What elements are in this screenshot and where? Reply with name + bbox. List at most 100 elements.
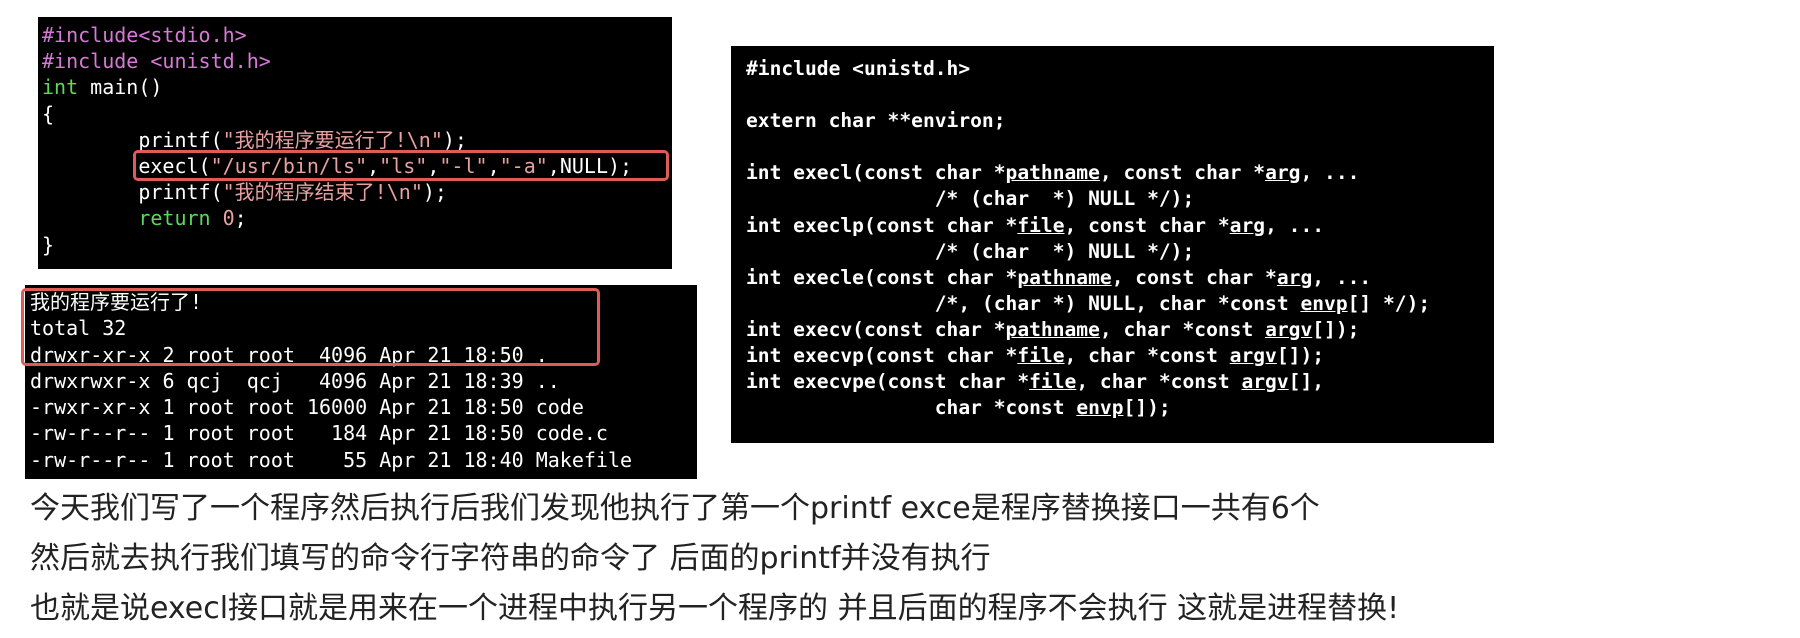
man-param: pathname — [1005, 161, 1100, 185]
code-line: execl("/usr/bin/ls","ls","-l","-a",NULL)… — [42, 153, 668, 179]
man-line: int execvp(const char *file, char *const… — [746, 343, 1479, 369]
man-text: , ... — [1312, 265, 1372, 289]
code-token: " — [430, 127, 443, 152]
man-line: /* (char *) NULL */); — [746, 186, 1479, 212]
terminal-line: -rw-r--r-- 1 root root 55 Apr 21 18:40 M… — [30, 447, 633, 472]
man-text: , ... — [1300, 161, 1360, 185]
man-text: , char *const — [1076, 370, 1242, 394]
man-param: file — [1017, 213, 1065, 237]
code-line: return 0; — [42, 205, 668, 231]
code-token: ); — [442, 127, 467, 152]
code-screenshot: #include<stdio.h>#include <unistd.h>int … — [38, 17, 672, 269]
man-text: int execv(const char * — [746, 317, 1006, 341]
code-token: "-a" — [499, 154, 548, 179]
man-line: int execlp(const char *file, const char … — [746, 213, 1479, 239]
man-line: int execle(const char *pathname, const c… — [746, 265, 1479, 291]
code-token: \n — [406, 127, 431, 152]
man-text: []); — [1123, 396, 1171, 420]
man-line: int execv(const char *pathname, char *co… — [746, 317, 1479, 343]
man-text: char *const — [746, 396, 1077, 420]
terminal-line: drwxrwxr-x 6 qcj qcj 4096 Apr 21 18:39 .… — [30, 368, 560, 393]
terminal-line: drwxr-xr-x 2 root root 4096 Apr 21 18:50… — [30, 342, 548, 367]
code-token: "我的程序结束了! — [222, 180, 387, 205]
man-param: envp — [1076, 396, 1124, 420]
code-token: "/usr/bin/ls" — [210, 154, 368, 179]
man-text: , const char * — [1111, 265, 1277, 289]
man-param: pathname — [1005, 317, 1100, 341]
man-param: argv — [1265, 317, 1313, 341]
man-page-lines: #include <unistd.h> extern char **enviro… — [746, 56, 1479, 421]
man-line: /*, (char *) NULL, char *const envp[] */… — [746, 291, 1479, 317]
man-text: int execlp(const char * — [746, 213, 1018, 237]
explanation-text: 今天我们写了一个程序然后执行后我们发现他执行了第一个printf exce是程序… — [30, 484, 1770, 634]
man-param: envp — [1300, 291, 1348, 315]
code-token: , — [367, 154, 380, 179]
code-token — [211, 206, 223, 230]
man-text: int execvpe(const char * — [746, 370, 1030, 394]
code-token — [42, 206, 138, 230]
man-param: file — [1029, 370, 1077, 394]
code-token: main() — [78, 75, 163, 100]
code-line: #include <unistd.h> — [42, 48, 668, 74]
code-token: int — [42, 75, 79, 100]
man-text: /* (char *) NULL */); — [746, 239, 1195, 263]
man-param: arg — [1229, 213, 1266, 237]
code-token: , — [487, 154, 500, 179]
man-line — [746, 134, 1479, 160]
caption-line-3: 也就是说execl接口就是用来在一个进程中执行另一个程序的 并且后面的程序不会执… — [30, 591, 1400, 626]
man-param: pathname — [1017, 265, 1112, 289]
code-token: ); — [422, 180, 447, 205]
code-line: #include<stdio.h> — [42, 22, 668, 48]
man-line: /* (char *) NULL */); — [746, 239, 1479, 265]
man-text: extern char **environ; — [746, 109, 1006, 133]
output-highlight-box — [21, 288, 600, 366]
code-line: int main() — [42, 74, 668, 100]
man-param: arg — [1265, 161, 1301, 185]
code-token: #include <unistd.h> — [42, 49, 271, 74]
code-token: ; — [234, 206, 247, 231]
man-text: , ... — [1265, 213, 1325, 237]
man-text: /* (char *) NULL */); — [746, 187, 1195, 211]
man-text: []); — [1276, 344, 1325, 368]
code-token: , — [427, 154, 440, 179]
code-token: printf( — [42, 180, 223, 205]
code-token: ,NULL); — [547, 154, 633, 179]
code-token: " — [410, 180, 423, 205]
man-text: #include <unistd.h> — [746, 57, 971, 80]
man-text: , const char * — [1099, 161, 1266, 185]
code-token: } — [42, 232, 55, 257]
man-text: int execvp(const char * — [746, 344, 1018, 368]
terminal-line: total 32 — [30, 316, 127, 341]
man-text: [], — [1288, 370, 1325, 394]
man-text: []); — [1312, 317, 1360, 341]
caption-line-2: 然后就去执行我们填写的命令行字符串的命令了 后面的printf并没有执行 — [30, 541, 991, 576]
man-param: argv — [1229, 344, 1277, 368]
code-token: "我的程序要运行了! — [222, 127, 407, 152]
man-line: int execl(const char *pathname, const ch… — [746, 160, 1479, 186]
code-token: printf( — [42, 127, 223, 152]
man-text: , const char * — [1064, 213, 1230, 237]
code-line: printf("我的程序要运行了!\n"); — [42, 127, 668, 153]
man-text: , char *const — [1099, 317, 1266, 341]
code-token: 0 — [222, 206, 235, 231]
man-param: argv — [1241, 370, 1289, 394]
code-line: { — [42, 101, 668, 127]
code-token: #include<stdio.h> — [42, 23, 247, 47]
man-line: int execvpe(const char *file, char *cons… — [746, 369, 1479, 395]
man-text: int execle(const char * — [746, 265, 1018, 289]
man-text: int execl(const char * — [746, 161, 1006, 185]
execl-highlight-box — [133, 150, 669, 181]
code-lines: #include<stdio.h>#include <unistd.h>int … — [42, 22, 668, 258]
code-token: "-l" — [439, 154, 488, 179]
code-line: } — [42, 232, 668, 258]
man-line: extern char **environ; — [746, 108, 1479, 134]
man-text: /*, (char *) NULL, char *const — [746, 291, 1301, 315]
man-line: char *const envp[]); — [746, 395, 1479, 421]
man-line: #include <unistd.h> — [746, 56, 1479, 82]
man-page-exec: #include <unistd.h> extern char **enviro… — [731, 46, 1494, 443]
man-text: [] */); — [1347, 291, 1431, 315]
code-token: "ls" — [379, 154, 428, 179]
code-token: { — [42, 101, 55, 126]
man-param: file — [1017, 344, 1065, 368]
